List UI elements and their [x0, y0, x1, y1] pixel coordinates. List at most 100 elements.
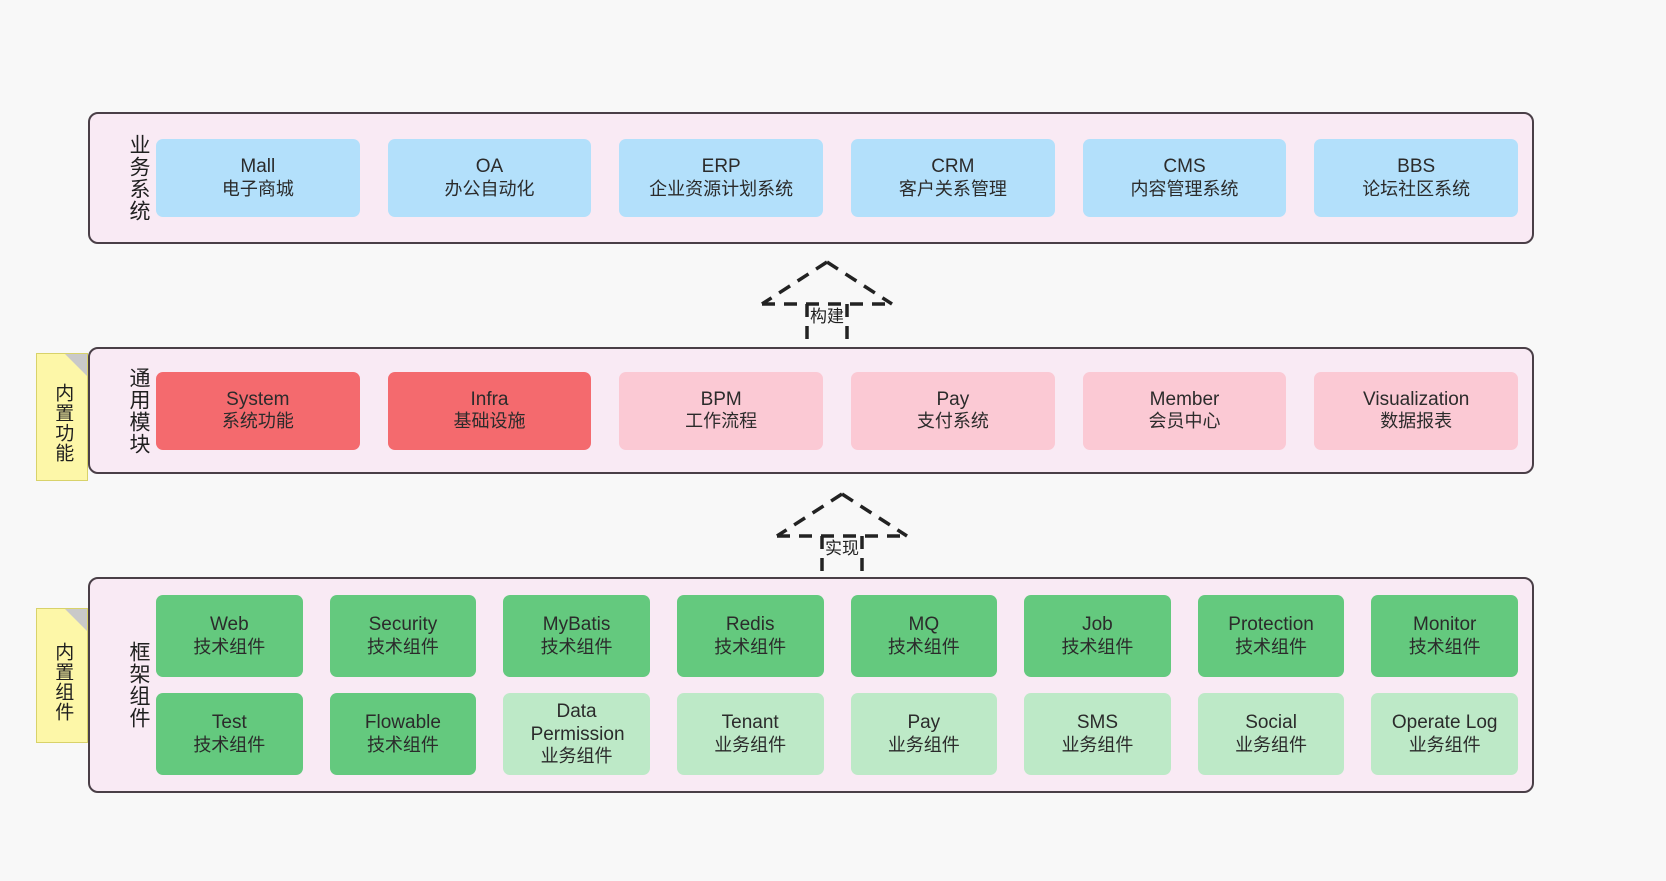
common-module-cards: System 系统功能 Infra 基础设施 BPM 工作流程 Pay 支付系统…: [150, 349, 1532, 472]
card-title: CMS: [1163, 156, 1206, 178]
card-title: Pay: [907, 712, 941, 734]
layer-title-framework-component: 框架组件: [127, 641, 150, 729]
card-subtitle: 数据报表: [1380, 411, 1453, 432]
card-erp[interactable]: ERP 企业资源计划系统: [619, 139, 824, 217]
card-subtitle: 业务组件: [1061, 734, 1134, 755]
card-subtitle: 技术组件: [1235, 636, 1308, 657]
note-label: 内置组件: [52, 641, 74, 722]
card-title: ERP: [701, 156, 741, 178]
card-subtitle: 技术组件: [1061, 636, 1134, 657]
card-pay-module[interactable]: Pay 支付系统: [851, 371, 1055, 450]
card-subtitle: 客户关系管理: [898, 178, 1007, 199]
card-redis[interactable]: Redis 技术组件: [676, 595, 824, 677]
card-member[interactable]: Member 会员中心: [1082, 371, 1287, 450]
fold-corner-icon: [65, 609, 87, 631]
card-title: BPM: [700, 388, 742, 410]
card-subtitle: 内容管理系统: [1130, 178, 1239, 199]
card-pay-component[interactable]: Pay 业务组件: [850, 693, 998, 775]
card-data-permission[interactable]: Data Permission 业务组件: [503, 693, 650, 775]
card-security[interactable]: Security 技术组件: [329, 595, 477, 677]
card-subtitle: 技术组件: [714, 636, 787, 657]
card-title: Social: [1245, 712, 1297, 734]
card-title: OA: [475, 156, 504, 178]
card-subtitle: 业务组件: [540, 746, 613, 767]
note-builtin-component: 内置组件: [36, 608, 88, 743]
card-title: Flowable: [364, 712, 441, 734]
card-test[interactable]: Test 技术组件: [156, 693, 303, 775]
framework-row-tech: Web 技术组件 Security 技术组件 MyBatis 技术组件 Redi…: [156, 595, 1518, 677]
card-subtitle: 技术组件: [887, 636, 960, 657]
card-crm[interactable]: CRM 客户关系管理: [851, 139, 1055, 217]
card-visualization[interactable]: Visualization 数据报表: [1314, 371, 1519, 450]
connector-build-label: 构建: [810, 307, 844, 326]
connector-implement-label: 实现: [825, 539, 859, 558]
business-system-cards: Mall 电子商城 OA 办公自动化 ERP 企业资源计划系统 CRM 客户关系…: [150, 114, 1532, 242]
card-subtitle: 会员中心: [1148, 411, 1221, 432]
card-mq[interactable]: MQ 技术组件: [850, 595, 998, 677]
framework-row-biz: Test 技术组件 Flowable 技术组件 Data Permission …: [156, 693, 1518, 775]
card-title: Visualization: [1363, 388, 1470, 410]
card-mybatis[interactable]: MyBatis 技术组件: [503, 595, 650, 677]
card-cms[interactable]: CMS 内容管理系统: [1082, 139, 1287, 217]
card-system[interactable]: System 系统功能: [156, 371, 360, 450]
card-monitor[interactable]: Monitor 技术组件: [1371, 595, 1518, 677]
generalization-arrow-icon: [776, 492, 908, 574]
card-subtitle: 业务组件: [1235, 734, 1308, 755]
card-title: BBS: [1397, 156, 1436, 178]
card-title: Mall: [240, 156, 276, 178]
card-title: MyBatis: [542, 614, 611, 636]
card-flowable[interactable]: Flowable 技术组件: [329, 693, 477, 775]
card-subtitle: 办公自动化: [444, 178, 535, 199]
card-subtitle: 业务组件: [887, 734, 960, 755]
card-subtitle: 技术组件: [1408, 636, 1481, 657]
card-title: SMS: [1076, 712, 1119, 734]
card-subtitle: 业务组件: [1408, 734, 1481, 755]
card-job[interactable]: Job 技术组件: [1024, 595, 1171, 677]
card-title: Web: [209, 614, 249, 636]
card-subtitle: 论坛社区系统: [1362, 178, 1471, 199]
card-title: Security: [368, 614, 438, 636]
card-infra[interactable]: Infra 基础设施: [387, 371, 592, 450]
card-bbs[interactable]: BBS 论坛社区系统: [1314, 139, 1519, 217]
card-subtitle: 系统功能: [221, 411, 294, 432]
card-subtitle: 电子商城: [221, 178, 294, 199]
card-subtitle: 业务组件: [714, 734, 787, 755]
card-tenant[interactable]: Tenant 业务组件: [676, 693, 824, 775]
card-subtitle: 支付系统: [916, 411, 989, 432]
connector-implement: 实现: [767, 490, 917, 574]
card-title: Job: [1082, 614, 1113, 636]
card-title: MQ: [908, 614, 940, 636]
fold-corner-icon: [65, 354, 87, 376]
card-web[interactable]: Web 技术组件: [156, 595, 303, 677]
card-subtitle: 技术组件: [193, 636, 266, 657]
note-builtin-feature: 内置功能: [36, 353, 88, 481]
card-title: Protection: [1228, 614, 1314, 636]
card-title: Operate Log: [1391, 712, 1498, 734]
card-subtitle: 技术组件: [193, 734, 266, 755]
card-subtitle: 技术组件: [540, 636, 613, 657]
layer-title-common-module: 通用模块: [127, 366, 150, 455]
card-title: Tenant: [721, 712, 779, 734]
layer-framework-component: 框架组件 Web 技术组件 Security 技术组件 MyBatis 技术组件…: [88, 577, 1534, 793]
card-protection[interactable]: Protection 技术组件: [1197, 595, 1345, 677]
card-social[interactable]: Social 业务组件: [1197, 693, 1345, 775]
card-title: Member: [1149, 388, 1220, 410]
card-sms[interactable]: SMS 业务组件: [1024, 693, 1171, 775]
card-oa[interactable]: OA 办公自动化: [387, 139, 592, 217]
connector-build: 构建: [752, 258, 902, 342]
note-label: 内置功能: [52, 383, 74, 463]
card-subtitle: 基础设施: [453, 411, 526, 432]
generalization-arrow-icon: [761, 260, 893, 342]
card-title: CRM: [931, 156, 975, 178]
card-title: System: [226, 388, 290, 410]
card-title: Test: [211, 712, 247, 734]
layer-title-business-system: 业务系统: [127, 134, 150, 222]
card-title: Data Permission: [530, 700, 625, 746]
card-title: Pay: [936, 388, 970, 410]
card-mall[interactable]: Mall 电子商城: [156, 139, 360, 217]
card-subtitle: 工作流程: [685, 411, 758, 432]
card-subtitle: 技术组件: [366, 636, 439, 657]
card-bpm[interactable]: BPM 工作流程: [619, 371, 824, 450]
card-operate-log[interactable]: Operate Log 业务组件: [1371, 693, 1518, 775]
